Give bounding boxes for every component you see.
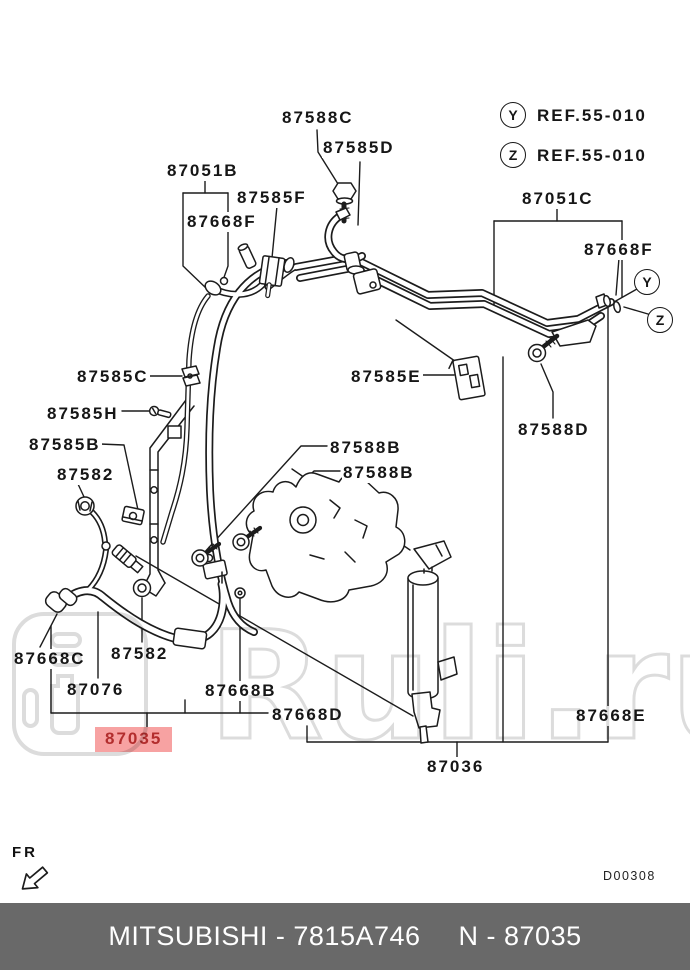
part-label-87588D[interactable]: 87588D xyxy=(517,420,591,440)
ref-row-y: Y REF.55-010 xyxy=(500,102,647,128)
leader-87588d xyxy=(540,363,554,419)
clip-87585e xyxy=(448,355,486,401)
part-label-87035[interactable]: 87035 xyxy=(95,727,173,752)
bolt-87588d xyxy=(527,319,597,363)
hose-sleeve xyxy=(172,627,208,650)
part-label-87051B[interactable]: 87051B xyxy=(166,161,240,181)
part-label-87585B[interactable]: 87585B xyxy=(28,435,102,455)
nut-87582-1 xyxy=(75,496,95,516)
leader-line-long xyxy=(135,555,414,717)
part-label-87582[interactable]: 87582 xyxy=(110,644,170,664)
part-label-87076[interactable]: 87076 xyxy=(66,680,126,700)
bracket-87051b xyxy=(182,179,229,290)
fr-direction: FR xyxy=(12,844,38,862)
ref-row-z: Z REF.55-010 xyxy=(500,142,647,168)
footer-part-number: N - 87035 xyxy=(458,921,582,951)
footer-bar: MITSUBISHI - 7815A746 N - 87035 xyxy=(0,903,690,970)
ring-fitting xyxy=(101,541,111,551)
bolt-87588c xyxy=(332,182,357,224)
pressure-sensor xyxy=(111,544,144,574)
bolt-87588b-1 xyxy=(191,541,222,567)
compressor xyxy=(245,472,406,603)
hose-end-fittings xyxy=(204,243,295,299)
oring-87668b xyxy=(234,587,246,599)
ref-text-z: REF.55-010 xyxy=(537,145,647,165)
fr-arrow-icon xyxy=(21,866,49,890)
clamp-87585b xyxy=(121,505,145,526)
leader-87585b xyxy=(99,443,139,511)
part-label-87588B[interactable]: 87588B xyxy=(342,463,416,483)
liquid-pipe-outer xyxy=(160,293,211,545)
part-label-87668C[interactable]: 87668C xyxy=(13,649,87,669)
bracket-87036 xyxy=(306,298,609,758)
part-label-87585C[interactable]: 87585C xyxy=(76,367,150,387)
part-label-87585D[interactable]: 87585D xyxy=(322,138,396,158)
components xyxy=(44,182,621,744)
pipe-end-orings xyxy=(595,293,621,314)
z-circle-icon: Z xyxy=(500,142,526,168)
part-label-87036[interactable]: 87036 xyxy=(426,757,486,777)
part-label-87051C[interactable]: 87051C xyxy=(521,189,595,209)
part-label-87668F[interactable]: 87668F xyxy=(583,240,655,260)
ref-text-y: REF.55-010 xyxy=(537,105,647,125)
marker-y-icon: Y xyxy=(634,269,660,295)
leader-87585f xyxy=(271,205,278,259)
drawing-code: D00308 xyxy=(603,869,656,883)
leader-pipe-clip xyxy=(395,319,463,367)
marker-z-icon: Z xyxy=(647,307,673,333)
footer-brand-part: MITSUBISHI - 7815A746 xyxy=(108,921,421,951)
clip-87585c xyxy=(181,365,201,387)
part-label-87585E[interactable]: 87585E xyxy=(350,367,423,387)
leader-87588c xyxy=(316,129,339,185)
part-label-87585F[interactable]: 87585F xyxy=(236,188,308,208)
y-circle-icon: Y xyxy=(500,102,526,128)
part-label-87588C[interactable]: 87588C xyxy=(281,108,355,128)
part-label-87588B[interactable]: 87588B xyxy=(329,438,403,458)
fr-label: FR xyxy=(12,844,38,861)
hose-junction xyxy=(343,251,382,295)
part-label-87582[interactable]: 87582 xyxy=(56,465,116,485)
part-label-87668E[interactable]: 87668E xyxy=(575,706,648,726)
leader-marker-y xyxy=(613,288,638,303)
part-label-87585H[interactable]: 87585H xyxy=(46,404,120,424)
receiver-drier xyxy=(407,540,458,744)
part-label-87668B[interactable]: 87668B xyxy=(204,681,278,701)
leader-87668f-right xyxy=(615,257,620,296)
part-label-87668D[interactable]: 87668D xyxy=(271,705,345,725)
leader-87585d xyxy=(357,161,361,226)
screw-87585h xyxy=(148,405,172,419)
leader-87588b-1 xyxy=(202,445,328,555)
part-label-87668F[interactable]: 87668F xyxy=(186,212,258,232)
bolt-87588b-2 xyxy=(232,525,263,551)
elbow-fitting xyxy=(202,553,228,584)
leader-marker-z xyxy=(623,306,649,315)
nut-87582-2 xyxy=(132,578,152,598)
hose-end-ferrule xyxy=(44,587,78,613)
